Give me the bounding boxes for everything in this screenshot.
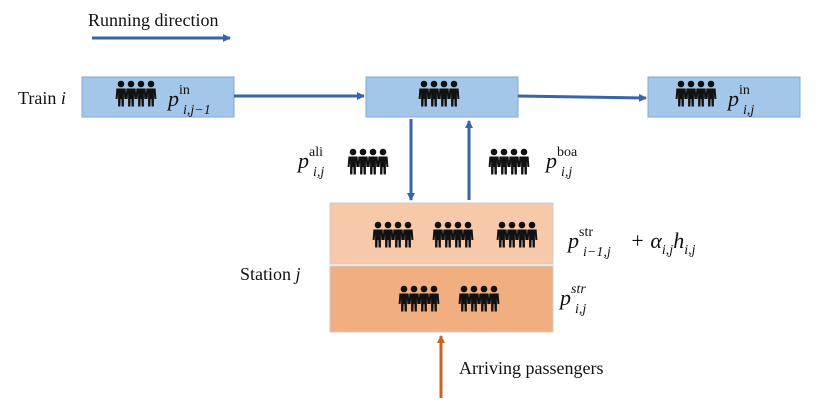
station-label: Station j [240, 264, 301, 284]
boarding-passengers-icon [489, 149, 530, 175]
station-box-bottom [329, 265, 554, 333]
arriving-passengers-label: Arriving passengers [459, 358, 603, 378]
train-box-left [81, 76, 235, 118]
train-box-right [647, 76, 801, 118]
alighting-passengers-icon [348, 149, 389, 175]
train-label: Train i [18, 88, 66, 108]
running-direction-label: Running direction [88, 10, 218, 30]
train-arrow-center-to-right [517, 93, 647, 102]
